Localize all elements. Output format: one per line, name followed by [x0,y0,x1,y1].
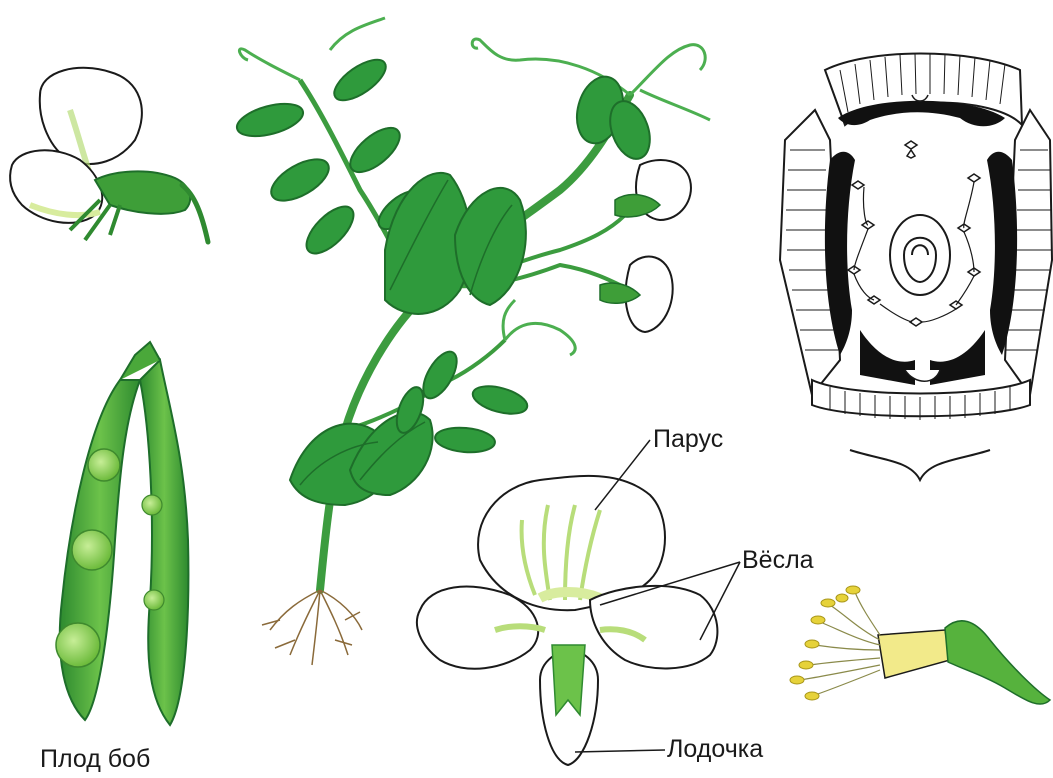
stamen-tube [790,586,1050,704]
leaves [234,52,658,505]
flower-diagram [780,54,1052,481]
label-parus: Парус [653,425,723,454]
label-lodochka: Лодочка [667,735,763,764]
flower-dissection [417,476,717,765]
flower-side-view [10,68,208,242]
roots [262,590,362,665]
pea-pod [56,342,188,725]
plant-flowers [600,160,691,332]
label-plod-bob: Плод боб [40,745,150,774]
label-vesla: Вёсла [742,546,814,575]
